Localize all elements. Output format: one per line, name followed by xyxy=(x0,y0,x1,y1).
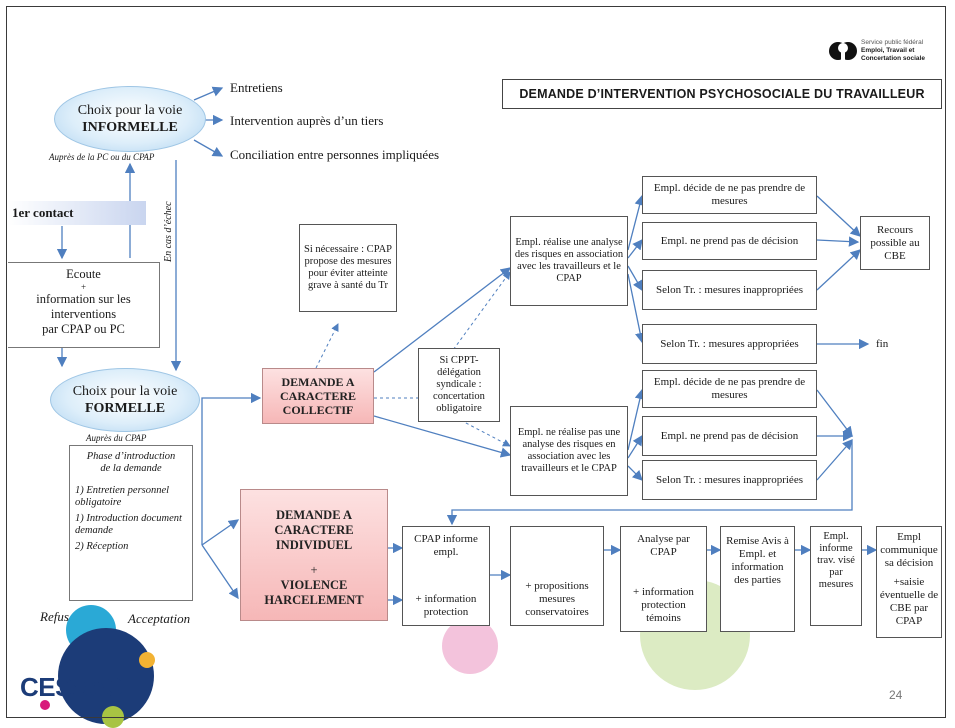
step-6-top: Empl communique sa décision xyxy=(880,531,938,569)
formal-note: Auprès du CPAP xyxy=(86,433,147,443)
informal-option-interviews: Entretiens xyxy=(230,80,283,95)
federal-emblem-icon xyxy=(829,42,857,63)
individual-step-2: + propositions mesures conservatoires xyxy=(510,526,604,626)
top-branch-no-measures: Empl. décide de ne pas prendre de mesure… xyxy=(642,176,817,214)
individual-step-3: Analyse par CPAP + information protectio… xyxy=(620,526,707,632)
top-branch-no-decision: Empl. ne prend pas de décision xyxy=(642,222,817,260)
step-6-bottom: +saisie éventuelle de CBE par CPAP xyxy=(879,576,939,627)
bottom-branch-no-measures: Empl. décide de ne pas prendre de mesure… xyxy=(642,370,817,408)
intro-phase-box: Phase d’introduction de la demande 1) En… xyxy=(69,445,193,601)
informal-title-line2: INFORMELLE xyxy=(82,120,178,135)
decor-circle-magenta xyxy=(40,700,50,710)
header-title-box: DEMANDE D’INTERVENTION PSYCHOSOCIALE DU … xyxy=(502,79,942,109)
informal-path-ellipse: Choix pour la voie INFORMELLE xyxy=(54,86,206,152)
informal-option-third-party: Intervention auprès d’un tiers xyxy=(230,113,384,128)
cppt-box: Si CPPT-délégation syndicale : concertat… xyxy=(418,348,500,422)
listen-line-2: + xyxy=(80,282,87,292)
intro-step-3: 2) Réception xyxy=(75,541,129,552)
step-1-top: CPAP informe empl. xyxy=(414,533,478,558)
slide-frame xyxy=(6,6,946,718)
informal-option-conciliation: Conciliation entre personnes impliquées xyxy=(230,147,440,162)
listen-line-1: Ecoute xyxy=(66,267,101,281)
if-needed-box: Si nécessaire : CPAP propose des mesures… xyxy=(299,224,397,312)
intro-step-1: 1) Entretien personnel obligatoire xyxy=(75,485,170,508)
top-branch-inappropriate: Selon Tr. : mesures inappropriées xyxy=(642,270,817,310)
individual-plus: + xyxy=(310,563,318,577)
listen-line-3: information sur les xyxy=(36,292,131,306)
individual-request-box: DEMANDE A CARACTERE INDIVIDUEL + VIOLENC… xyxy=(240,489,388,621)
logo-line-3: Concertation sociale xyxy=(861,55,925,62)
bottom-branch-inappropriate: Selon Tr. : mesures inappropriées xyxy=(642,460,817,500)
step-1-bottom: + information protection xyxy=(415,593,477,618)
page-number: 24 xyxy=(889,688,903,702)
step-3-bottom: + information protection témoins xyxy=(633,586,694,624)
decor-circle-yellow xyxy=(139,652,155,668)
cessoc-logo-text: CESSoC xyxy=(20,672,123,702)
listen-line-5: par CPAP ou PC xyxy=(42,322,125,336)
failure-note: En cas d’échec xyxy=(163,201,174,262)
informal-title-line1: Choix pour la voie xyxy=(77,103,183,118)
step-2-bottom: + propositions mesures conservatoires xyxy=(525,580,589,618)
intro-step-2: 1) Introduction document demande xyxy=(75,513,182,536)
individual-request-label: DEMANDE A CARACTERE INDIVIDUEL xyxy=(274,508,354,552)
informal-note: Auprès de la PC ou du CPAP xyxy=(49,152,155,162)
formal-title-line2: FORMELLE xyxy=(84,401,166,416)
appeal-cbe-box: Recours possible au CBE xyxy=(860,216,930,270)
listen-line-4: interventions xyxy=(50,307,117,321)
federal-logo: Service public fédéral Emploi, Travail e… xyxy=(828,37,925,65)
individual-step-1: CPAP informe empl. + information protect… xyxy=(402,526,490,626)
outcome-acceptance: Acceptation xyxy=(128,611,191,626)
logo-line-1: Service public fédéral xyxy=(861,39,924,46)
first-contact-label: 1er contact xyxy=(12,205,74,220)
top-branch-appropriate: Selon Tr. : mesures appropriées xyxy=(642,324,817,364)
violence-harassment-label: VIOLENCE HARCELEMENT xyxy=(264,578,364,607)
collective-request-label: DEMANDE A CARACTERE COLLECTIF xyxy=(279,375,356,417)
header-title: DEMANDE D’INTERVENTION PSYCHOSOCIALE DU … xyxy=(519,87,925,101)
end-label: fin xyxy=(876,338,889,350)
listen-info-box: Ecoute + information sur les interventio… xyxy=(8,262,160,348)
decor-circle-pink xyxy=(442,618,498,674)
collective-request-box: DEMANDE A CARACTERE COLLECTIF xyxy=(262,368,374,424)
risk-analysis-not-done-box: Empl. ne réalise pas une analyse des ris… xyxy=(510,406,628,496)
logo-line-2: Emploi, Travail et xyxy=(861,47,915,54)
bottom-branch-no-decision: Empl. ne prend pas de décision xyxy=(642,416,817,456)
individual-step-4: Remise Avis à Empl. et information des p… xyxy=(720,526,795,632)
formal-title-line1: Choix pour la voie xyxy=(72,384,178,399)
risk-analysis-done-box: Empl. réalise une analyse des risques en… xyxy=(510,216,628,306)
individual-step-6: Empl communique sa décision +saisie éven… xyxy=(876,526,942,638)
intro-phase-title: Phase d’introduction de la demande xyxy=(86,451,176,474)
cessoc-logo: CESSoC xyxy=(20,672,123,703)
step-3-top: Analyse par CPAP xyxy=(637,533,690,558)
formal-path-ellipse: Choix pour la voie FORMELLE xyxy=(50,368,200,432)
individual-step-5: Empl. informe trav. visé par mesures xyxy=(810,526,862,626)
first-contact-band xyxy=(8,201,146,225)
outcome-refusal: Refus xyxy=(40,609,69,624)
